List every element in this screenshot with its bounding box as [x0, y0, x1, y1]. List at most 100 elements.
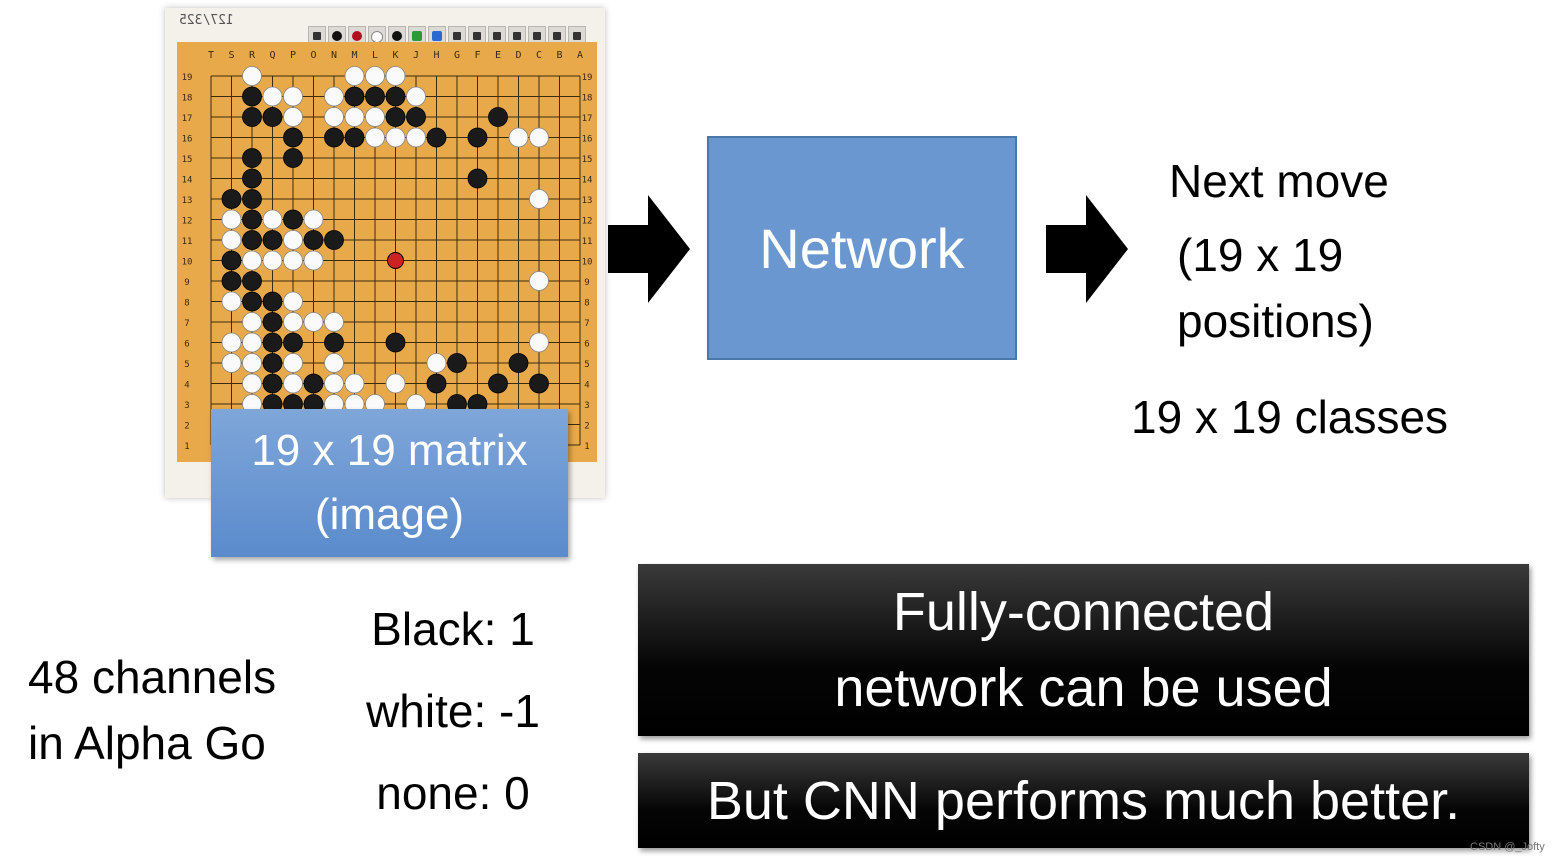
white-stone [529, 189, 549, 209]
column-label: Q [269, 50, 275, 61]
black-stone [242, 86, 262, 107]
black-stone [262, 373, 283, 394]
white-stone [283, 250, 303, 271]
white-stone [262, 209, 283, 230]
white-stone [508, 127, 529, 148]
column-label: O [310, 50, 316, 61]
white-stone [283, 107, 303, 127]
back-icon [508, 26, 526, 46]
next-move-title: Next move [1169, 155, 1389, 207]
row-label: 18 [182, 94, 193, 104]
white-stone [283, 291, 303, 312]
black-stone [344, 127, 365, 148]
row-label: 14 [182, 176, 193, 186]
row-label: 11 [182, 237, 193, 247]
white-stone [242, 373, 262, 394]
white-stone [324, 86, 344, 107]
row-label: 12 [182, 217, 193, 227]
black-stone [262, 230, 283, 250]
black-stone [488, 373, 508, 394]
black-stone [344, 86, 365, 107]
white-stone [385, 373, 406, 394]
black-stone [385, 332, 406, 353]
black-stone [283, 127, 303, 148]
white-stone [365, 107, 385, 127]
column-label: B [556, 50, 562, 61]
input-matrix-label: 19 x 19 matrix [251, 426, 528, 475]
board-toolbar [308, 26, 598, 48]
column-label: N [331, 50, 337, 61]
white-stone [242, 250, 262, 271]
white-stone [303, 250, 324, 271]
black-stone [426, 373, 447, 394]
row-label: 7 [584, 319, 589, 329]
row-label: 13 [582, 196, 593, 206]
encoding-black: Black: 1 [371, 603, 535, 655]
row-label: 4 [184, 381, 189, 391]
row-label: 16 [182, 135, 193, 145]
black-stone [221, 271, 242, 291]
black-stone [508, 353, 529, 373]
row-label: 2 [184, 422, 189, 432]
black-stone [262, 312, 283, 332]
row-label: 7 [184, 319, 189, 329]
white-stone [221, 230, 242, 250]
row-label: 11 [582, 237, 593, 247]
white-stone [324, 312, 344, 332]
column-label: F [474, 50, 480, 61]
white-stone [365, 66, 385, 86]
white-stone [365, 127, 385, 148]
row-label: 17 [582, 114, 593, 124]
input-matrix-box: 19 x 19 matrix (image) [211, 409, 568, 557]
row-label: 12 [582, 217, 593, 227]
watermark: CSDN @_Jofty [1470, 841, 1545, 853]
column-label: G [454, 50, 460, 61]
black-stone [324, 127, 344, 148]
white-stone [324, 353, 344, 373]
row-label: 4 [584, 381, 589, 391]
row-label: 5 [584, 360, 589, 370]
row-label: 10 [582, 258, 593, 268]
column-label: J [413, 50, 419, 61]
black-stone [242, 230, 262, 250]
column-label: T [208, 50, 214, 61]
row-label: 8 [584, 299, 589, 309]
fully-connected-line: Fully-connected [892, 582, 1275, 642]
move-counter: 127/325 [179, 13, 234, 28]
black-stone [283, 209, 303, 230]
column-label: H [433, 50, 439, 61]
black-stone [385, 107, 406, 127]
white-stone [385, 127, 406, 148]
encoding-none: none: 0 [376, 767, 530, 819]
cnn-note-text: But CNN performs much better. [706, 770, 1461, 831]
column-label: E [495, 50, 501, 61]
white-stone [262, 86, 283, 107]
white-stone [303, 312, 324, 332]
row-label: 1 [184, 442, 189, 452]
black-stone [242, 189, 262, 209]
channels-label-cont: in Alpha Go [28, 717, 266, 769]
black-stone [324, 230, 344, 250]
column-label: M [351, 50, 357, 61]
black-stone [242, 291, 262, 312]
row-label: 5 [184, 360, 189, 370]
white-stone [385, 66, 406, 86]
last-move-stone [387, 252, 404, 269]
white-stone [283, 353, 303, 373]
row-label: 3 [584, 401, 589, 411]
white-stone [303, 209, 324, 230]
row-label: 19 [182, 73, 193, 83]
white-stone [324, 107, 344, 127]
black-stone [262, 353, 283, 373]
white-stone [529, 127, 549, 148]
column-label: A [577, 50, 583, 61]
black-stone [324, 332, 344, 353]
white-stone [406, 127, 426, 148]
white-stone-icon [368, 26, 386, 46]
white-stone [283, 86, 303, 107]
row-label: 10 [182, 258, 193, 268]
input-matrix-sublabel: (image) [314, 490, 465, 539]
black-stone [242, 148, 262, 168]
black-stone [447, 353, 467, 373]
